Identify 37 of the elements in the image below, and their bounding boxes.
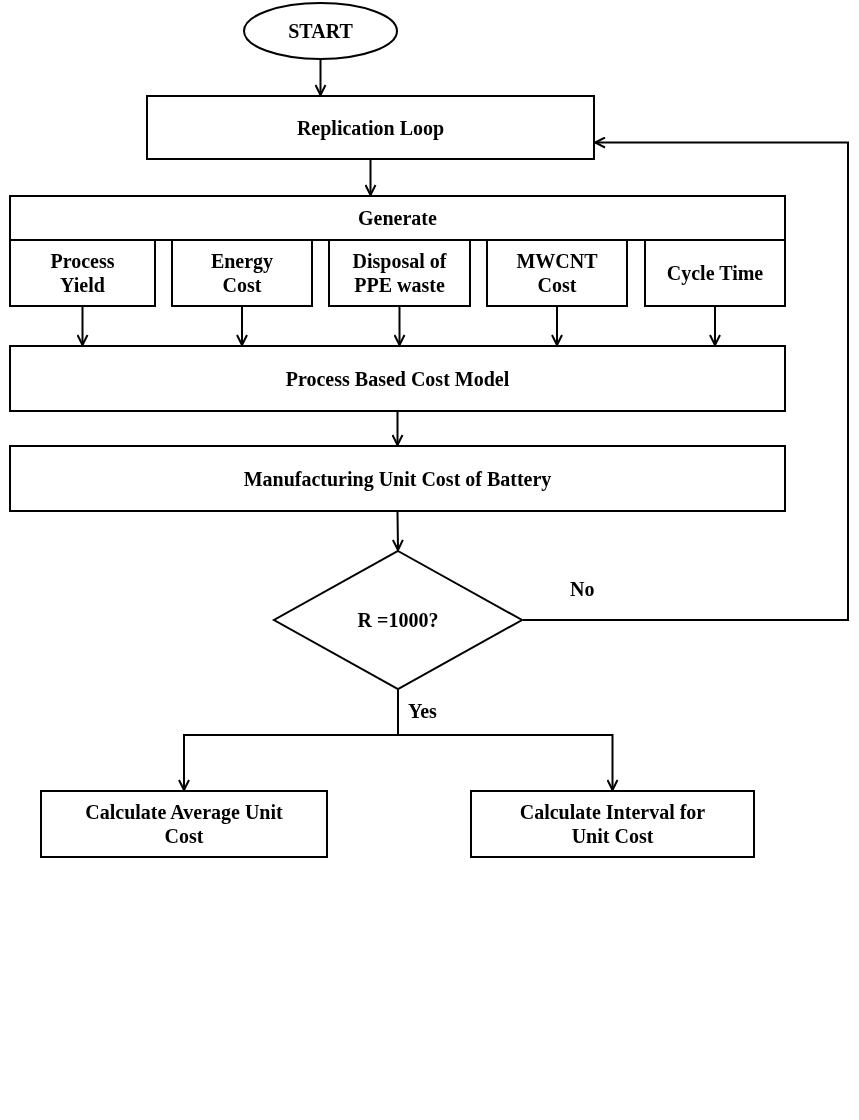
- node-label: Manufacturing Unit Cost of Battery: [243, 466, 552, 491]
- arrow: [391, 511, 404, 551]
- node-label: MWCNT Cost: [515, 249, 599, 297]
- arrow: [76, 306, 89, 346]
- arrow: [522, 136, 849, 621]
- process-box: [40, 790, 328, 858]
- process-box: [9, 345, 786, 412]
- process-box: [171, 239, 313, 307]
- node-label: Calculate Interval for Unit Cost: [518, 800, 707, 848]
- node-label: R =1000?: [357, 608, 439, 632]
- node-label: Disposal of PPE waste: [351, 249, 448, 297]
- decision-diamond: [273, 550, 523, 690]
- node-label: Cycle Time: [666, 261, 764, 285]
- process-box: [644, 239, 786, 307]
- node-label: Calculate Average Unit Cost: [84, 800, 284, 848]
- arrow: [391, 411, 404, 446]
- arrow: [551, 306, 563, 346]
- process-box: [9, 445, 786, 512]
- process-box: [9, 239, 156, 307]
- arrow: [236, 306, 248, 346]
- start-ellipse: [243, 2, 398, 60]
- process-box: [146, 95, 595, 160]
- process-box: [328, 239, 471, 307]
- arrow: [314, 59, 327, 96]
- process-box: [470, 790, 755, 858]
- arrow: [393, 306, 406, 346]
- node-label: Energy Cost: [209, 249, 275, 297]
- node-label: Process Based Cost Model: [285, 366, 510, 391]
- node-label: Replication Loop: [296, 115, 445, 140]
- arrow: [397, 689, 619, 791]
- process-box: [486, 239, 628, 307]
- header-box: [9, 195, 786, 241]
- node-label: Generate: [358, 206, 437, 230]
- node-label: Process Yield: [49, 249, 116, 297]
- node-label: START: [288, 19, 353, 43]
- arrow: [709, 306, 721, 346]
- arrow: [364, 159, 377, 196]
